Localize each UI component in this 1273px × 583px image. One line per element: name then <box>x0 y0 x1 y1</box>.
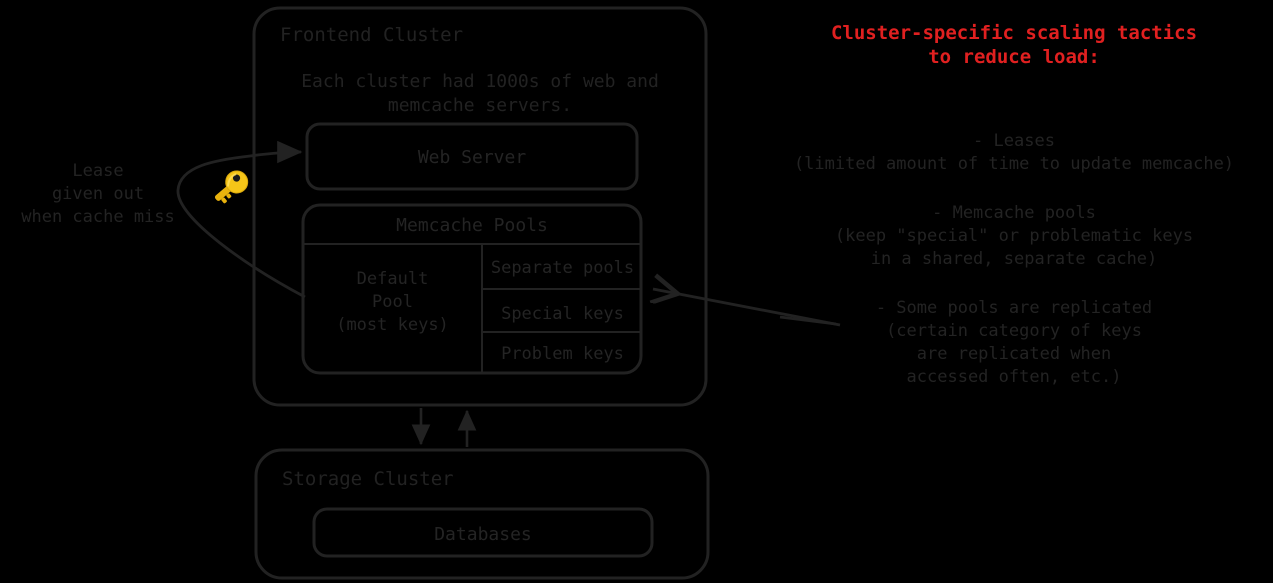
memcache-cell-special-keys: Special keys <box>501 304 624 324</box>
arrow-tactics-to-memcache <box>653 289 841 327</box>
frontend-cluster-box <box>252 6 708 407</box>
frontend-cluster-note-line-2: memcache servers. <box>387 95 573 116</box>
frontend-cluster-title: Frontend Cluster <box>280 24 464 46</box>
web-server-label: Web Server <box>417 147 527 168</box>
tactic-2-detail-line-2: in a shared, separate cache) <box>870 249 1158 269</box>
memcache-cell-separate-pools: Separate pools <box>490 258 635 278</box>
tactics-connector-tick <box>779 315 837 326</box>
tactic-3-title: - Some pools are replicated <box>875 298 1153 318</box>
default-pool-line-2: Pool <box>372 292 413 312</box>
lease-curve-arrow <box>176 140 306 299</box>
databases-box <box>312 507 654 558</box>
lease-annotation-line-1: Lease <box>72 161 124 181</box>
tactic-1-detail-line-1: (limited amount of time to update memcac… <box>793 154 1235 174</box>
key-icon <box>214 170 249 204</box>
tactics-heading-line-1: Cluster-specific scaling tactics <box>830 22 1198 44</box>
tactic-3-detail-line-2: are replicated when <box>916 344 1112 364</box>
default-pool-line-3: (most keys) <box>336 315 449 335</box>
memcache-cell-problem-keys: Problem keys <box>501 344 624 364</box>
web-server-box <box>305 122 639 191</box>
databases-label: Databases <box>434 524 532 545</box>
tactic-2-detail-line-1: (keep "special" or problematic keys <box>834 226 1194 246</box>
default-pool-line-1: Default <box>356 269 429 289</box>
tactic-1-title: - Leases <box>973 131 1055 151</box>
lease-annotation-line-2: given out <box>51 184 145 204</box>
storage-cluster-box <box>254 448 710 580</box>
lease-annotation-line-3: when cache miss <box>21 207 175 227</box>
tactics-heading-line-2: to reduce load: <box>928 46 1100 68</box>
memcache-pools-title: Memcache Pools <box>396 215 548 236</box>
storage-cluster-title: Storage Cluster <box>282 468 454 490</box>
tactic-3-detail-line-3: accessed often, etc.) <box>906 367 1122 387</box>
tactic-3-detail-line-1: (certain category of keys <box>886 321 1142 341</box>
tactic-2-title: - Memcache pools <box>932 203 1096 223</box>
frontend-cluster-note-line-1: Each cluster had 1000s of web and <box>301 71 659 92</box>
